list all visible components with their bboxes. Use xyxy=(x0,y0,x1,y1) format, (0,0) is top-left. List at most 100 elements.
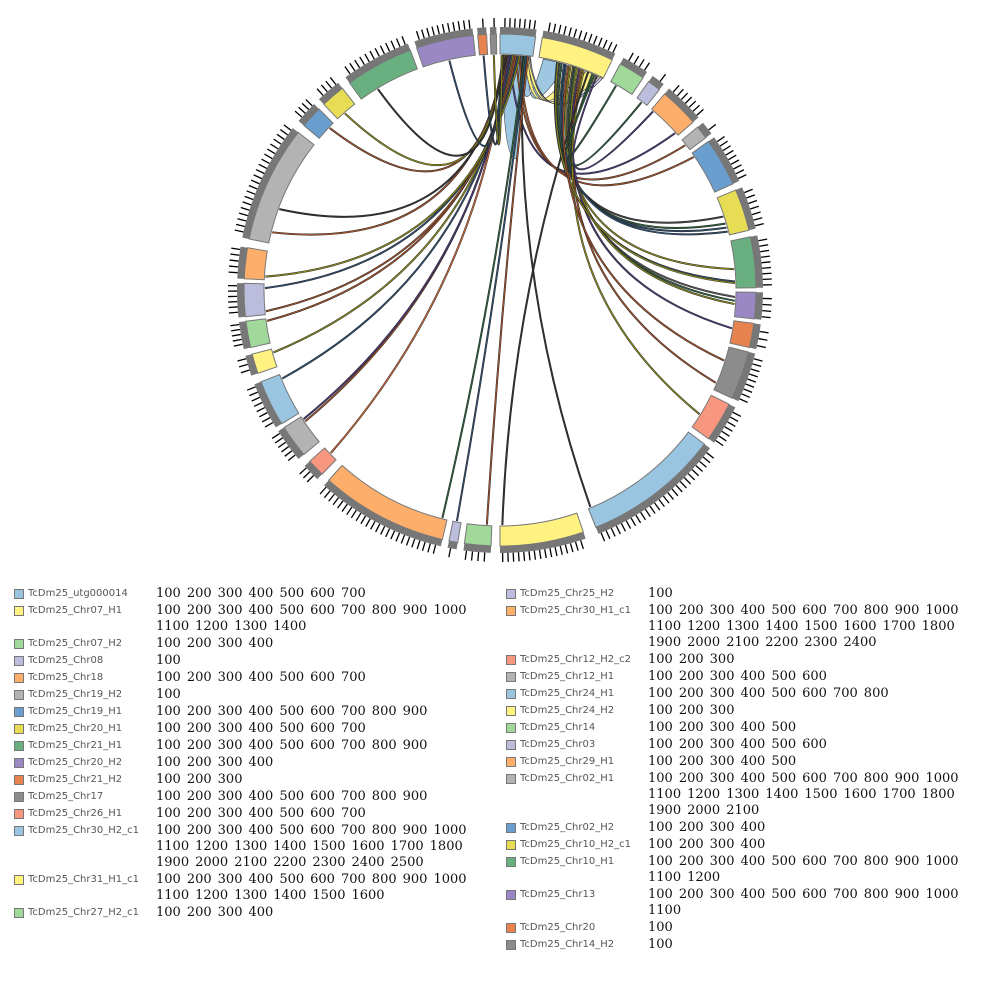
sector-tcdm25-chr08[interactable] xyxy=(636,73,667,107)
sector-tcdm25-chr02-h1[interactable] xyxy=(234,124,315,244)
sector-tcdm25-chr26-h1[interactable] xyxy=(691,394,742,447)
sector-band[interactable] xyxy=(448,520,462,544)
sector-band[interactable] xyxy=(733,291,757,320)
sector-tcdm25-chr21-h1[interactable] xyxy=(730,235,772,289)
sector-band[interactable] xyxy=(691,394,730,440)
sector-band[interactable] xyxy=(610,63,644,96)
tick-mark xyxy=(477,552,480,562)
sector-band[interactable] xyxy=(499,512,584,547)
sector-tcdm25-chr12-h1[interactable] xyxy=(271,416,320,462)
sector-tcdm25-chr07-h1[interactable] xyxy=(538,22,618,79)
sector-band[interactable] xyxy=(681,126,707,151)
sector-band[interactable] xyxy=(243,247,268,281)
tick-mark xyxy=(369,50,375,60)
tick-label: 200 xyxy=(186,721,212,736)
sector-band[interactable] xyxy=(713,346,750,399)
sector-tcdm25-chr27-h2-c1[interactable] xyxy=(463,523,493,562)
sector-band[interactable] xyxy=(650,93,694,136)
sector-band[interactable] xyxy=(416,34,476,68)
sector-band[interactable] xyxy=(309,447,337,475)
sector-tcdm25-chr30-h2-c1[interactable] xyxy=(587,431,715,542)
sector-band[interactable] xyxy=(327,464,448,541)
sector-band[interactable] xyxy=(245,318,271,349)
sector-axis xyxy=(595,444,711,534)
sector-band[interactable] xyxy=(729,320,755,349)
sector-band[interactable] xyxy=(303,108,334,140)
sector-band[interactable] xyxy=(323,87,356,120)
sector-tcdm25-chr20-h2[interactable] xyxy=(733,291,772,320)
sector-band[interactable] xyxy=(691,140,734,193)
sector-band[interactable] xyxy=(283,416,320,456)
sector-band[interactable] xyxy=(463,523,493,547)
sector-tcdm25-chr10-h2-c1[interactable] xyxy=(316,77,356,120)
sector-tcdm25-utg000014[interactable] xyxy=(499,18,537,57)
sector-tcdm25-chr17[interactable] xyxy=(713,346,763,404)
sector-tcdm25-chr25-h2[interactable] xyxy=(447,520,462,558)
sector-tcdm25-chr18[interactable] xyxy=(650,84,704,136)
sector-tcdm25-chr14[interactable] xyxy=(230,318,271,350)
sector-tcdm25-chr07-h2[interactable] xyxy=(610,52,651,96)
sector-band[interactable] xyxy=(636,80,661,107)
sector-tcdm25-chr03[interactable] xyxy=(227,282,266,318)
sector-band[interactable] xyxy=(251,348,278,374)
sector-band[interactable] xyxy=(730,236,757,289)
sector-band[interactable] xyxy=(243,282,266,318)
sector-band[interactable] xyxy=(587,431,706,529)
sector-tcdm25-chr19-h2[interactable] xyxy=(681,122,717,151)
sector-band[interactable] xyxy=(489,33,498,55)
sector-tcdm25-chr24-h1[interactable] xyxy=(246,373,300,428)
sector-tcdm25-chr02-h2[interactable] xyxy=(294,99,334,140)
sector-band[interactable] xyxy=(348,49,418,100)
sector-band[interactable] xyxy=(716,189,750,236)
sector-tcdm25-chr24-h2[interactable] xyxy=(237,348,278,376)
sector-tcdm25-chr20-h1[interactable] xyxy=(716,187,764,236)
sector-tcdm25-chr31-h1-c1[interactable] xyxy=(499,512,586,562)
sector-tcdm25-chr19-h1[interactable] xyxy=(691,136,747,193)
sector-tcdm25-chr12-h2-c2[interactable] xyxy=(299,447,337,483)
sector-tcdm25-chr21-h2[interactable] xyxy=(729,320,769,350)
sector-band[interactable] xyxy=(260,373,300,425)
sector-tcdm25-chr13[interactable] xyxy=(414,19,476,68)
sector-tcdm25-chr10-h1[interactable] xyxy=(344,36,418,100)
sector-tcdm25-chr29-h1[interactable] xyxy=(228,246,268,281)
sector-band[interactable] xyxy=(477,33,489,56)
sector-band[interactable] xyxy=(499,33,537,57)
sector-tcdm25-chr20[interactable] xyxy=(477,18,489,56)
sector-tcdm25-chr14-h2[interactable] xyxy=(489,18,498,55)
sector-tcdm25-chr30-h1-c1[interactable] xyxy=(319,464,448,554)
sector-label: TcDm25_Chr20 xyxy=(520,922,596,933)
